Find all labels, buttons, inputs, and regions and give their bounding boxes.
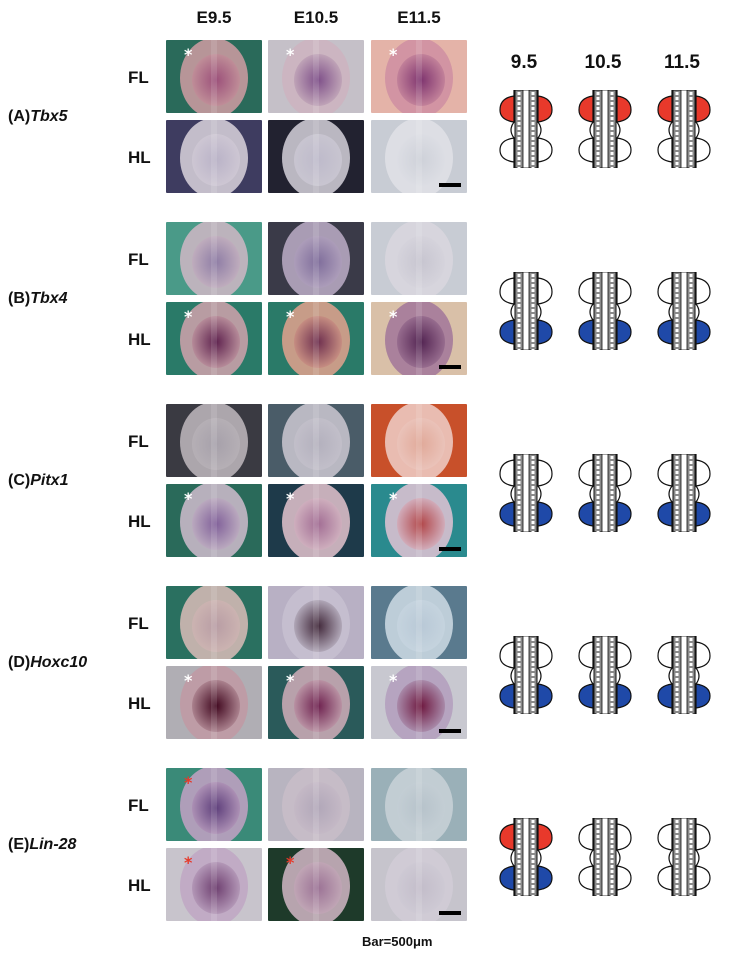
row-label-hl: HL [128,512,151,531]
row-label-hl: HL [128,694,151,713]
embryo-photo-hl-0: * [166,302,262,375]
limb-schematic-0 [496,271,556,352]
gene-name: Lin-28 [29,836,77,853]
scale-bar-caption: Bar=500μm [362,934,433,949]
asterisk-marker: * [184,853,193,872]
embryo-photo-fl-2 [371,768,467,841]
scale-bar [439,729,461,733]
limb-schematic-0 [496,817,556,898]
scale-bar [439,911,461,915]
asterisk-marker: * [389,307,398,326]
asterisk-marker: * [184,45,193,64]
embryo-photo-hl-0: * [166,848,262,921]
asterisk-marker: * [286,853,295,872]
asterisk-marker: * [389,671,398,690]
asterisk-marker: * [184,489,193,508]
limb-schematic-1 [575,635,635,716]
asterisk-marker: * [286,45,295,64]
scale-bar [439,547,461,551]
row-label-fl: FL [128,68,149,87]
gene-letter: (A) [8,108,31,125]
gene-label: (D)Hoxc10 [8,654,87,672]
limb-schematic-1 [575,817,635,898]
gene-label: (A)Tbx5 [8,108,68,126]
embryo-photo-hl-0 [166,120,262,193]
gene-letter: (D) [8,654,31,671]
limb-schematic-1 [575,453,635,534]
gene-name: Tbx4 [30,290,68,307]
column-header-e11-5: E11.5 [397,8,441,27]
row-label-hl: HL [128,330,151,349]
embryo-photo-hl-1: * [268,302,364,375]
gene-label: (C)Pitx1 [8,472,68,490]
asterisk-marker: * [389,45,398,64]
embryo-photo-fl-0 [166,586,262,659]
asterisk-marker: * [389,489,398,508]
asterisk-marker: * [184,307,193,326]
limb-schematic-2 [654,271,714,352]
asterisk-marker: * [286,671,295,690]
scale-bar [439,183,461,187]
limb-schematic-1 [575,271,635,352]
embryo-photo-hl-1: * [268,484,364,557]
embryo-photo-hl-1 [268,120,364,193]
gene-name: Hoxc10 [30,654,88,671]
embryo-photo-hl-2: * [371,484,467,557]
embryo-photo-hl-1: * [268,848,364,921]
limb-schematic-2 [654,635,714,716]
row-label-fl: FL [128,432,149,451]
embryo-photo-hl-2 [371,120,467,193]
gene-letter: (C) [8,472,31,489]
gene-name: Pitx1 [30,472,69,489]
row-label-hl: HL [128,876,151,895]
limb-schematic-2 [654,89,714,170]
embryo-photo-hl-2: * [371,666,467,739]
row-label-fl: FL [128,796,149,815]
asterisk-marker: * [286,307,295,326]
embryo-photo-fl-2: * [371,40,467,113]
embryo-photo-hl-2: * [371,302,467,375]
row-label-fl: FL [128,250,149,269]
row-label-hl: HL [128,148,151,167]
asterisk-marker: * [286,489,295,508]
limb-schematic-2 [654,453,714,534]
column-header-e9-5: E9.5 [196,8,232,27]
gene-letter: (B) [8,290,31,307]
limb-schematic-0 [496,89,556,170]
embryo-photo-hl-0: * [166,666,262,739]
embryo-photo-hl-1: * [268,666,364,739]
schematic-header-9-5: 9.5 [510,52,538,73]
asterisk-marker: * [184,671,193,690]
column-header-e10-5: E10.5 [293,8,339,27]
embryo-photo-fl-1: * [268,40,364,113]
embryo-photo-fl-0: * [166,768,262,841]
embryo-photo-fl-0 [166,222,262,295]
embryo-photo-fl-1 [268,404,364,477]
embryo-photo-fl-1 [268,222,364,295]
embryo-photo-fl-2 [371,222,467,295]
embryo-photo-fl-0 [166,404,262,477]
embryo-photo-hl-0: * [166,484,262,557]
gene-name: Tbx5 [30,108,68,125]
asterisk-marker: * [184,773,193,792]
embryo-photo-fl-2 [371,586,467,659]
gene-label: (E)Lin-28 [8,836,76,854]
embryo-photo-hl-2 [371,848,467,921]
gene-label: (B)Tbx4 [8,290,68,308]
embryo-photo-fl-2 [371,404,467,477]
embryo-photo-fl-1 [268,586,364,659]
scale-bar [439,365,461,369]
limb-schematic-0 [496,635,556,716]
row-label-fl: FL [128,614,149,633]
embryo-photo-fl-1 [268,768,364,841]
limb-schematic-2 [654,817,714,898]
schematic-header-10-5: 10.5 [584,52,622,73]
limb-schematic-0 [496,453,556,534]
gene-letter: (E) [8,836,30,853]
limb-schematic-1 [575,89,635,170]
embryo-photo-fl-0: * [166,40,262,113]
schematic-header-11-5: 11.5 [664,52,700,73]
